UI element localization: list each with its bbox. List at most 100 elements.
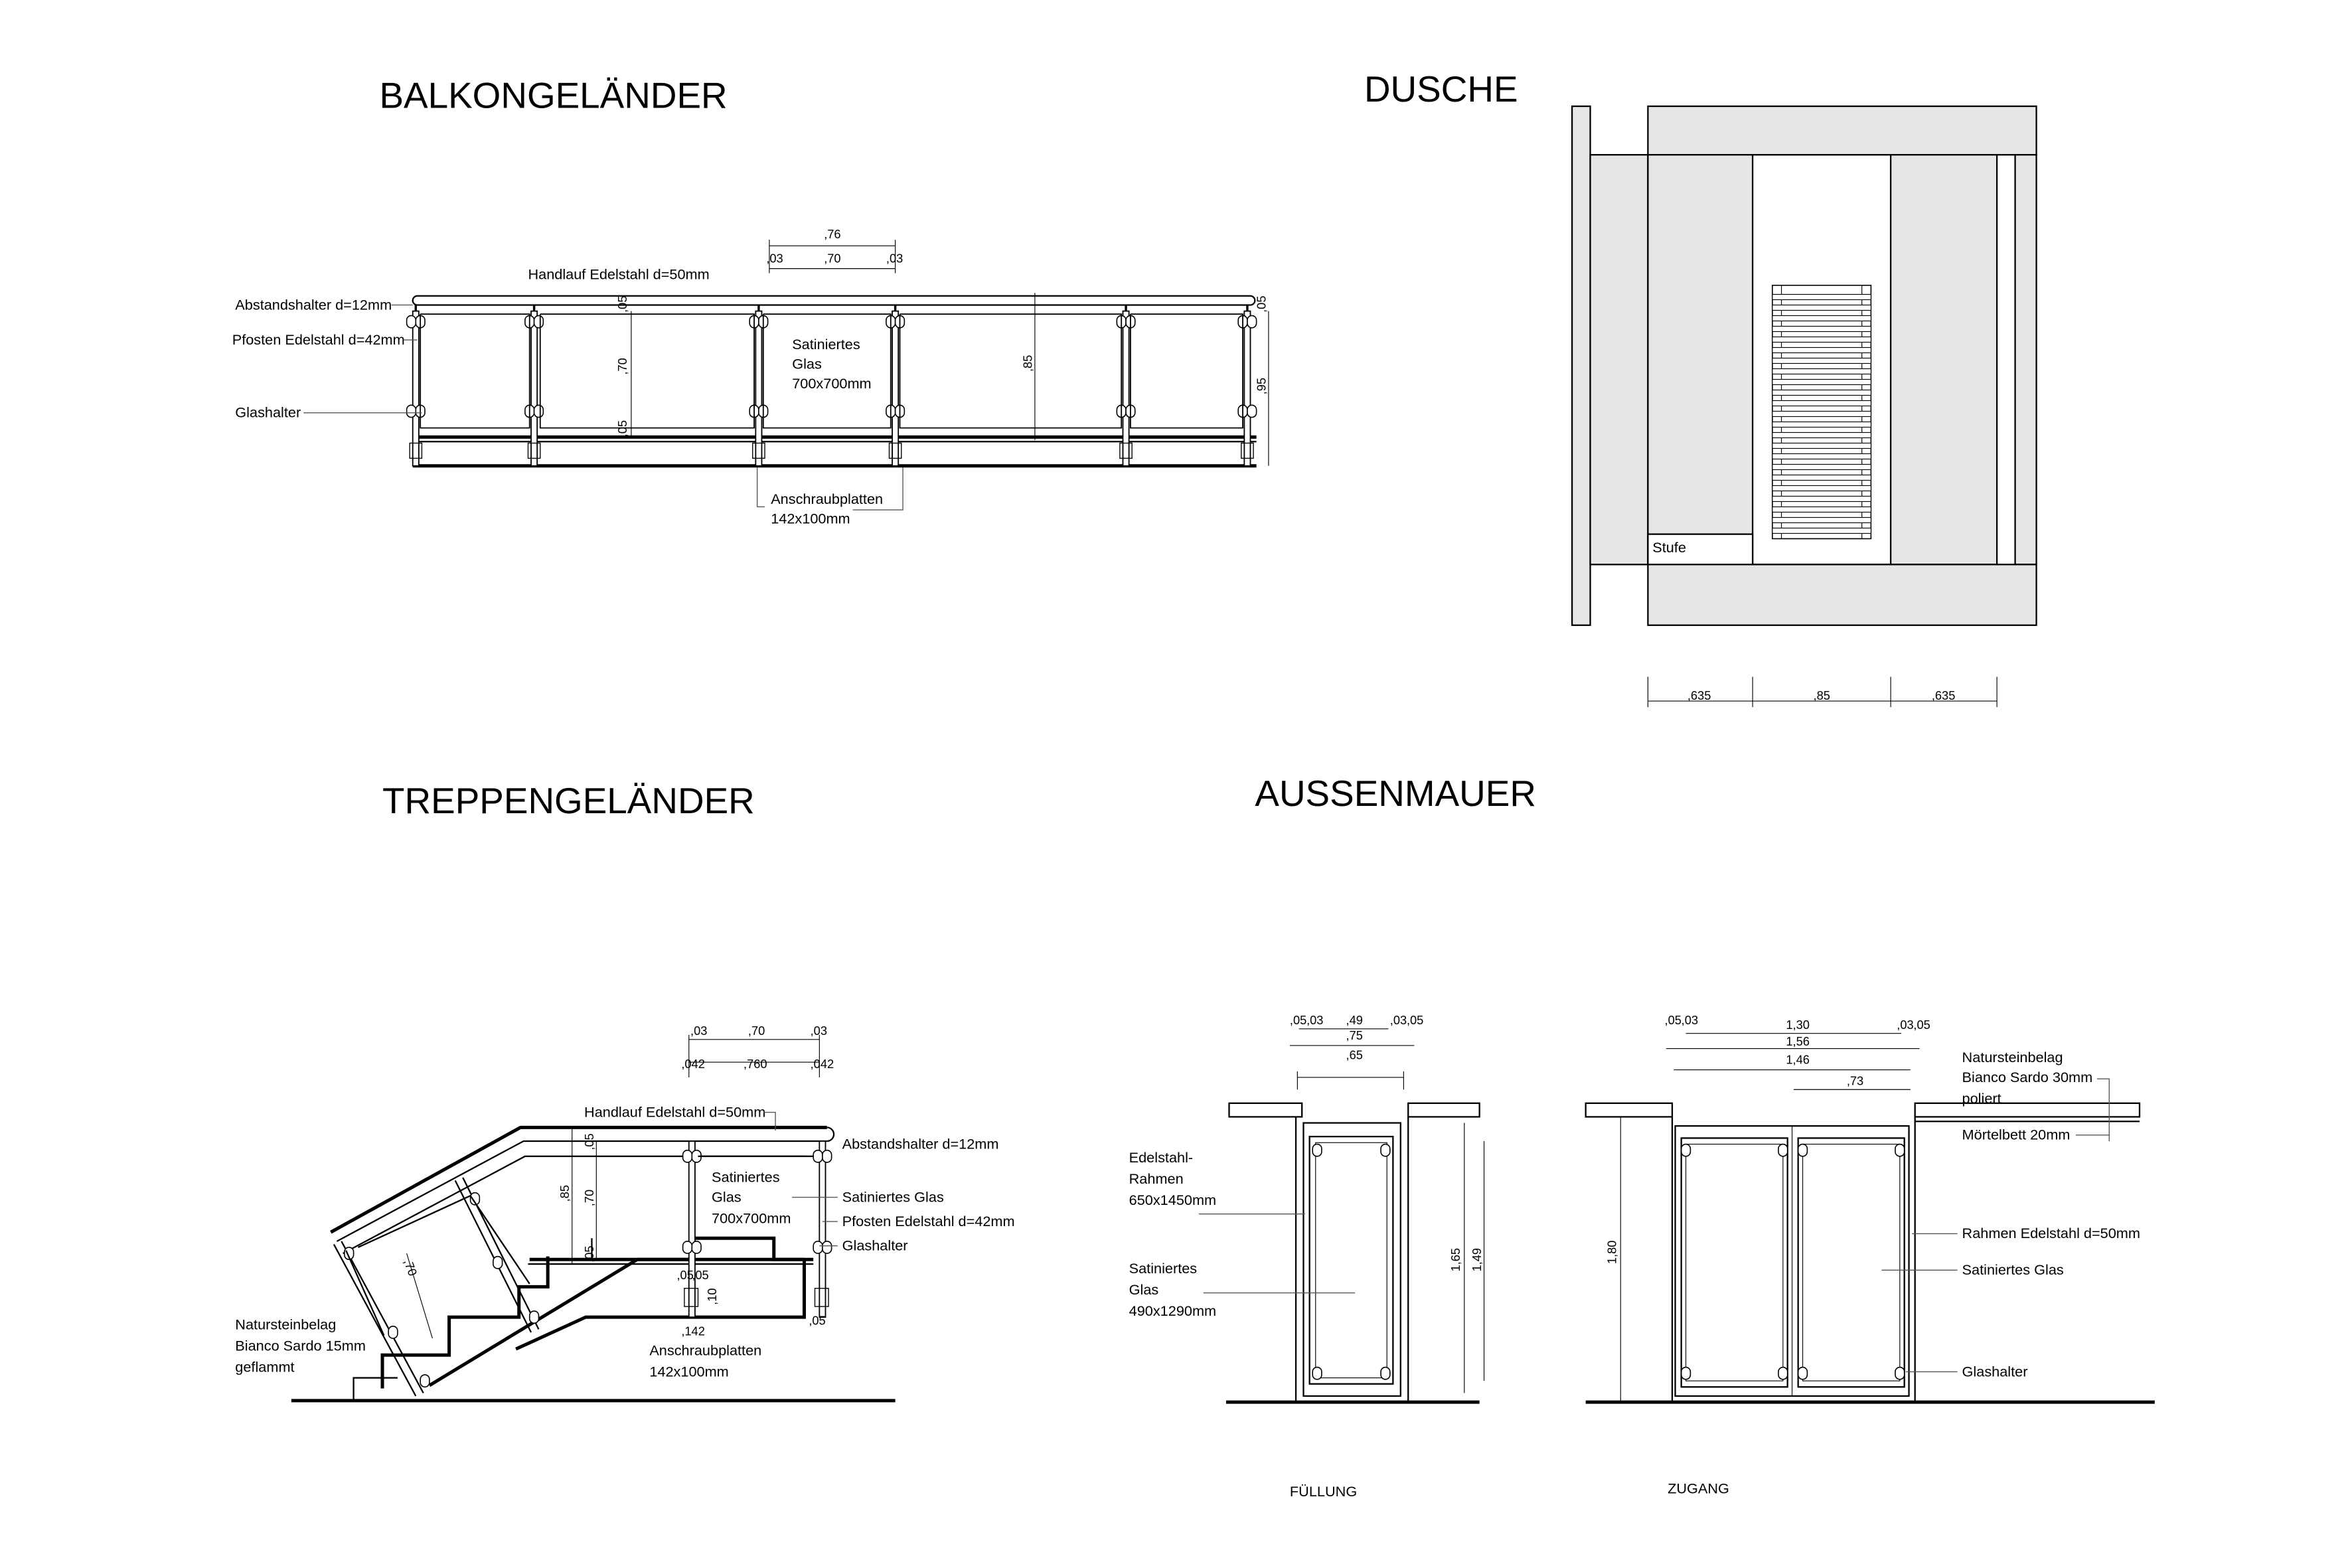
dim-treppe-r1-b: ,70 — [748, 1024, 765, 1038]
label-stufe: Stufe — [1652, 539, 1686, 556]
post — [819, 1140, 826, 1318]
glass-holder — [822, 1149, 832, 1163]
radiator-bar — [1772, 325, 1871, 333]
label-treppe-glas-2: Glas — [712, 1188, 742, 1205]
radiator-bar — [1772, 293, 1871, 301]
dim-f-2: ,03 — [1306, 1013, 1323, 1027]
dim-treppe-r2-a: ,042 — [681, 1057, 705, 1071]
radiator-bar — [1772, 389, 1871, 396]
glass-holder — [1895, 1366, 1905, 1380]
glass-holder — [1797, 1143, 1808, 1157]
dim-treppe-p05a: ,05 — [676, 1268, 693, 1282]
label-rahmen-2: Rahmen — [1129, 1170, 1184, 1187]
caption-fuellung: FÜLLUNG — [1290, 1483, 1357, 1500]
glass-panel — [899, 313, 1123, 429]
radiator-bar — [1772, 463, 1871, 471]
label-pfosten: Pfosten Edelstahl d=42mm — [232, 331, 405, 348]
glass-holder — [469, 1192, 481, 1206]
mounting-plate — [527, 442, 541, 459]
step — [1647, 533, 1754, 566]
radiator-bar — [1772, 453, 1871, 460]
glass-holder — [1797, 1366, 1808, 1380]
label-z-naturstein-2: Bianco Sardo 30mm — [1962, 1069, 2093, 1085]
glass-holder — [528, 1310, 540, 1324]
label-moertel: Mörtelbett 20mm — [1962, 1127, 2071, 1143]
radiator-bar — [1772, 400, 1871, 407]
label-glashalter: Glashalter — [235, 404, 301, 421]
dim-dusche-1: ,635 — [1687, 688, 1711, 702]
dim-treppe-p10: ,10 — [705, 1288, 719, 1304]
towel-radiator — [1772, 284, 1872, 540]
dim-treppe-p05b: ,05 — [692, 1268, 708, 1282]
dim-treppe-p142: ,142 — [681, 1324, 705, 1338]
label-abstandshalter: Abstandshalter d=12mm — [235, 296, 392, 313]
radiator-bar — [1772, 485, 1871, 492]
glass-holder — [1312, 1366, 1322, 1380]
dim-treppe-h85: ,85 — [558, 1185, 572, 1202]
handrail — [412, 295, 1256, 306]
glass-panel — [762, 313, 892, 429]
wall-infill-elevation: ,05 ,03 ,49 ,03 ,05 ,75 ,65 1,65 1,49 Ed… — [1129, 1013, 1485, 1500]
wall-top — [1647, 105, 2037, 156]
gate-leaf-right — [1797, 1137, 1905, 1388]
label-treppe-glas-1: Satiniertes — [712, 1169, 780, 1186]
dim-f-4: ,03 — [1390, 1013, 1407, 1027]
dim-balkon-h70: ,70 — [615, 358, 629, 374]
label-treppe-satiniertes-glas: Satiniertes Glas — [842, 1188, 944, 1205]
dim-z-w73: ,73 — [1847, 1073, 1863, 1087]
slanted-post — [454, 1180, 532, 1333]
dim-f-h149: 1,49 — [1470, 1248, 1484, 1272]
dim-dusche-2: ,85 — [1814, 688, 1830, 702]
radiator-bar — [1772, 336, 1871, 343]
dim-z-5: ,05 — [1913, 1018, 1930, 1032]
glass-holder — [1380, 1366, 1391, 1380]
label-glas-3: 700x700mm — [792, 375, 871, 392]
label-treppe-glashalter: Glashalter — [842, 1237, 908, 1254]
stair-handrail — [330, 1125, 827, 1234]
dim-balkon-total: ,76 — [824, 227, 840, 241]
radiator-bar — [1772, 431, 1871, 439]
dim-treppe-h70: ,70 — [582, 1190, 596, 1206]
dim-f-w65: ,65 — [1346, 1048, 1363, 1062]
wall-bottom — [1647, 564, 2037, 626]
label-treppe-pfosten: Pfosten Edelstahl d=42mm — [842, 1213, 1015, 1229]
shower-right-bay — [1889, 154, 1998, 566]
dim-treppe-r1-c: ,03 — [811, 1024, 827, 1038]
radiator-bar — [1772, 421, 1871, 428]
glass-holder — [813, 1149, 823, 1163]
label-f-glas-1: Satiniertes — [1129, 1260, 1198, 1277]
dim-balkon-mid: ,70 — [824, 251, 840, 265]
dim-f-w75: ,75 — [1346, 1028, 1363, 1042]
wall-gate-elevation: ,05 ,03 1,30 ,03 ,05 1,56 1,46 ,73 1,80 … — [1585, 1013, 2155, 1496]
radiator-bar — [1772, 506, 1871, 513]
glass-holder — [406, 404, 417, 418]
label-treppe-glas-3: 700x700mm — [712, 1210, 791, 1226]
glass-holder — [682, 1149, 693, 1163]
mounting-plate — [888, 442, 902, 459]
radiator-bar — [1772, 378, 1871, 386]
slanted-post — [333, 1243, 417, 1397]
label-naturstein-3: geflammt — [235, 1358, 294, 1375]
label-glas-1: Satiniertes — [792, 336, 860, 353]
label-naturstein-1: Natursteinbelag — [235, 1316, 336, 1332]
glass-holder — [533, 404, 544, 418]
title-balkongelaender: BALKONGELÄNDER — [379, 74, 727, 116]
glass-holder — [420, 1374, 430, 1388]
glass-holder — [1312, 1143, 1322, 1157]
title-treppengelaender: TREPPENGELÄNDER — [382, 780, 755, 821]
label-treppe-anschraub-1: Anschraubplatten — [649, 1342, 761, 1358]
dim-treppe-r2-b: ,760 — [744, 1057, 767, 1071]
glass-holder — [1895, 1143, 1905, 1157]
radiator-bar — [1772, 347, 1871, 354]
dim-z-h180: 1,80 — [1605, 1241, 1618, 1265]
label-anschraub-2: 142x100mm — [771, 510, 850, 527]
dim-balkon-bot05: ,05 — [615, 420, 629, 437]
label-rahmen-3: 650x1450mm — [1129, 1192, 1217, 1208]
dim-balkon-top05: ,05 — [615, 296, 629, 313]
shower-left-bay — [1647, 154, 1754, 566]
balcony-railing-drawing: ,76 ,03 ,70 ,03 ,70 ,05 ,05 ,85 ,95 ,05 … — [232, 227, 1269, 527]
dim-treppe-r05: ,05 — [809, 1314, 825, 1328]
glass-holder — [1778, 1366, 1788, 1380]
label-treppe-abstandshalter: Abstandshalter d=12mm — [842, 1135, 999, 1152]
